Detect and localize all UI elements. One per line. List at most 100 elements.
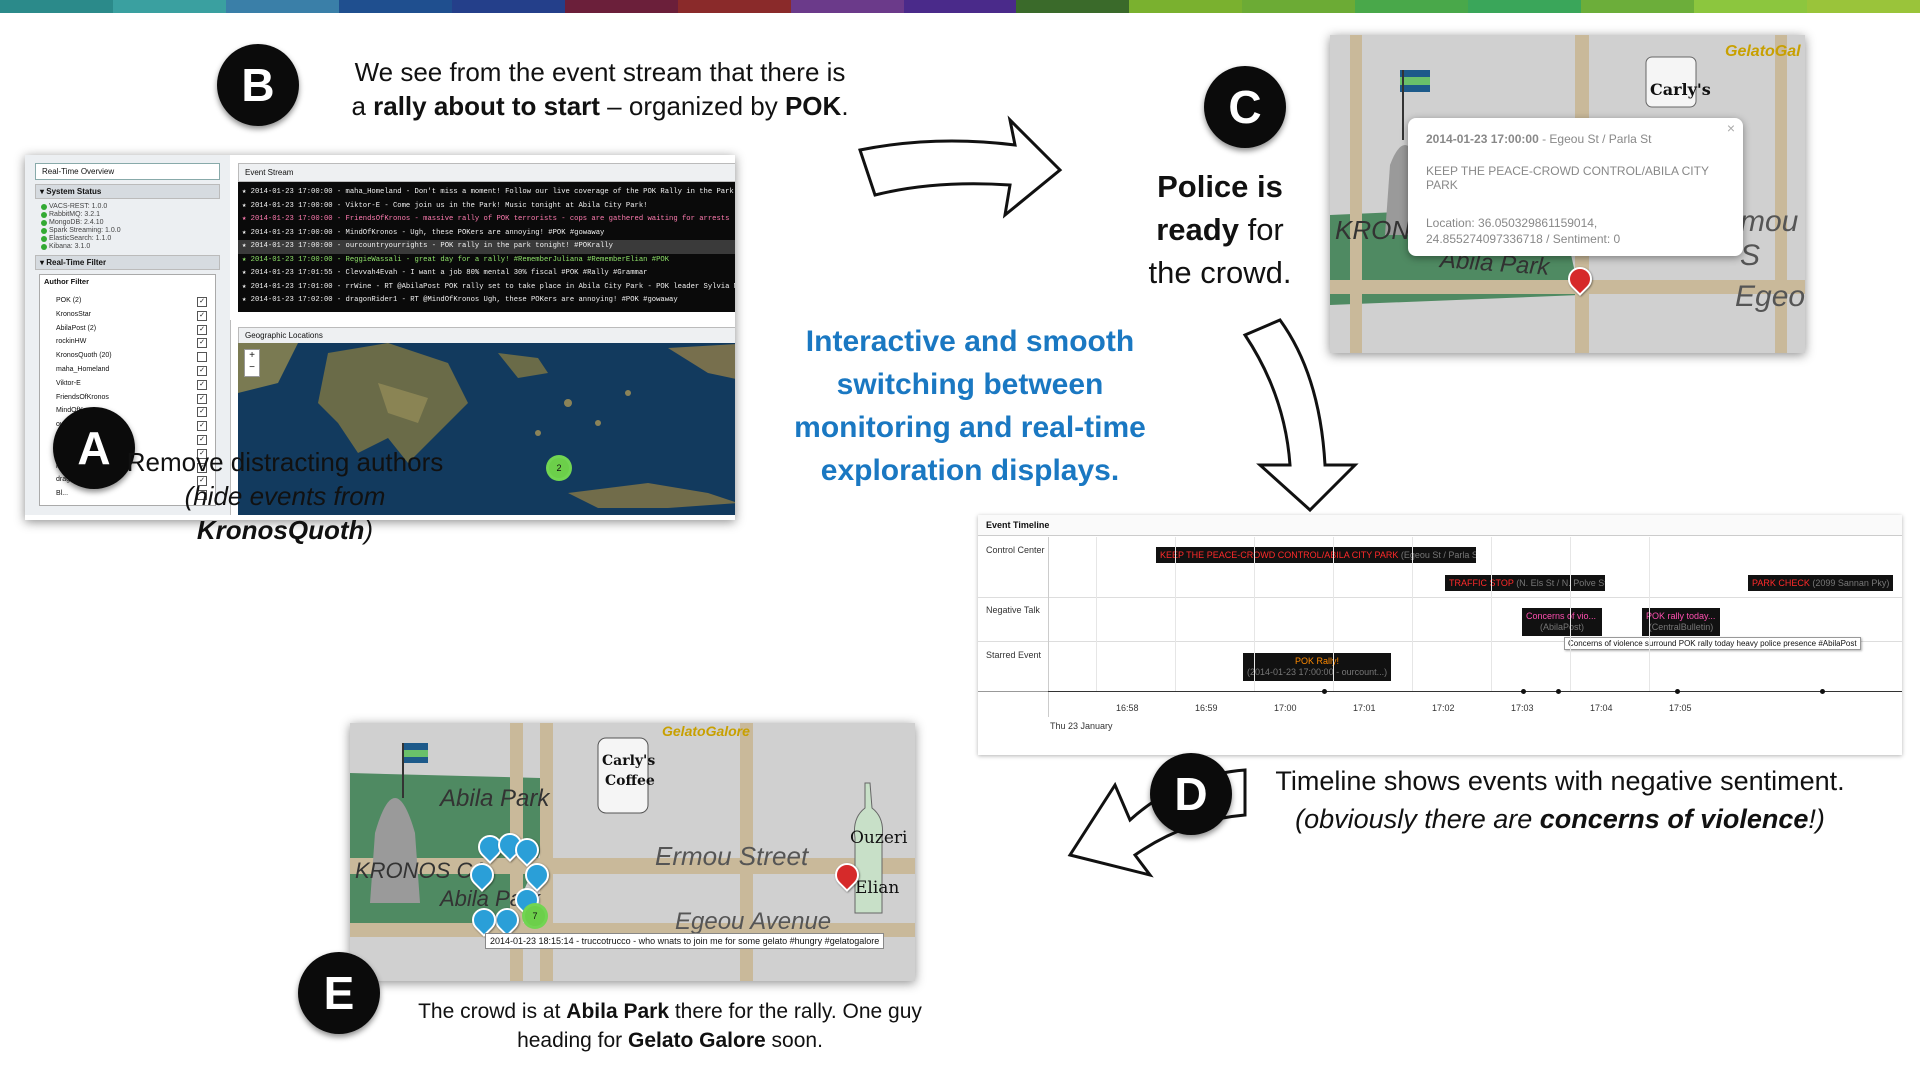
map-tooltip: 2014-01-23 18:15:14 - truccotrucco - who… — [485, 933, 885, 949]
time-axis — [1048, 691, 1902, 692]
timeline-event[interactable]: KEEP THE PEACE-CROWD CONTROL/ABILA CITY … — [1156, 547, 1476, 563]
event-stream-row[interactable]: ★ 2014-01-23 17:00:00 - ourcountryourrig… — [238, 240, 735, 254]
system-status-item: ElasticSearch: 1.1.0 — [35, 235, 220, 243]
author-checkbox[interactable]: ✓ — [197, 393, 207, 404]
event-title: POK Rally! — [1294, 656, 1339, 666]
real-time-filter-title: Real-Time Filter — [46, 258, 107, 267]
time-axis-tick: 16:59 — [1195, 703, 1218, 713]
timeline-event-starred[interactable]: POK Rally!(2014-01-23 17:00:00 - ourcoun… — [1243, 653, 1391, 681]
author-checkbox[interactable]: ✓ — [197, 324, 207, 335]
popup-location-1: Location: 36.050329861159014, — [1426, 216, 1598, 230]
lane-label: Negative Talk — [986, 605, 1040, 615]
satellite-map-image — [238, 343, 735, 515]
author-checkbox[interactable]: ✓ — [197, 338, 207, 349]
time-grid-line — [1254, 537, 1255, 691]
system-status-title: System Status — [46, 187, 102, 196]
panel-c-map[interactable]: Carly's GelatoGal KRONO Abila Park Egeou… — [1330, 35, 1805, 353]
author-filter-item[interactable]: KronosQuoth (20) — [40, 349, 215, 363]
zoom-out-button[interactable]: − — [249, 362, 255, 373]
author-checkbox[interactable]: ✓ — [197, 434, 207, 445]
popup-close-button[interactable]: × — [1726, 120, 1735, 136]
map-cluster-marker[interactable]: 2 — [546, 455, 572, 481]
author-filter-item[interactable]: AbilaPost (2)✓ — [40, 322, 215, 336]
timeline-event[interactable]: POK rally today...(CentralBulletin) — [1642, 608, 1720, 636]
event-marker-dot[interactable] — [1322, 689, 1327, 694]
author-checkbox[interactable]: ✓ — [197, 365, 207, 376]
real-time-filter-header[interactable]: ▾ Real-Time Filter — [35, 255, 220, 270]
timeline-event[interactable]: PARK CHECK (2099 Sannan Pky) — [1748, 575, 1893, 591]
author-filter-item[interactable]: rockinHW✓ — [40, 335, 215, 349]
caption-c: Police is ready for the crowd. — [1130, 165, 1310, 294]
caption-e-bold2: Gelato Galore — [627, 1029, 766, 1052]
caption-a: Remove distracting authors (hide events … — [120, 445, 450, 547]
event-marker-dot[interactable] — [1556, 689, 1561, 694]
caption-e-text2: there for the rally. One guy — [669, 1000, 922, 1023]
author-checkbox[interactable]: ✓ — [197, 421, 207, 432]
time-axis-tick: 17:01 — [1353, 703, 1376, 713]
author-filter-item[interactable]: Viktor-E ✓ — [40, 377, 215, 391]
event-title: PARK CHECK — [1752, 578, 1810, 588]
author-checkbox[interactable]: ✓ — [197, 310, 207, 321]
event-marker-dot[interactable] — [1521, 689, 1526, 694]
timeline-event[interactable]: TRAFFIC STOP (N. Els St / N. Polve St) — [1445, 575, 1605, 591]
event-stream-row[interactable]: ★ 2014-01-23 17:00:00 - Viktor-E - Come … — [242, 201, 648, 210]
author-checkbox[interactable]: ✓ — [197, 407, 207, 418]
event-marker-dot[interactable] — [1820, 689, 1825, 694]
author-filter-item[interactable]: FriendsOfKronos✓ — [40, 391, 215, 405]
event-stream-row[interactable]: ★ 2014-01-23 17:02:00 - dragonRider1 - R… — [242, 296, 678, 304]
popup-message: KEEP THE PEACE-CROWD CONTROL/ABILA CITY … — [1426, 164, 1709, 192]
author-name: Viktor-E — [56, 379, 81, 387]
caption-c-line3: the crowd. — [1148, 255, 1292, 290]
event-stream-row[interactable]: ★ 2014-01-23 17:00:00 - maha_Homeland - … — [242, 188, 735, 196]
caption-d-text: (obviously there are — [1295, 804, 1540, 834]
map-popup: × 2014-01-23 17:00:00 - Egeou St / Parla… — [1408, 118, 1743, 256]
event-stream-row[interactable]: ★ 2014-01-23 17:01:55 - Clevvah4Evah - I… — [242, 269, 648, 277]
system-status-header[interactable]: ▾ System Status — [35, 184, 220, 199]
panel-a-tab-title[interactable]: Real-Time Overview — [35, 163, 220, 180]
panel-e-map[interactable]: Carly's Coffee GelatoGalore Abila Park A… — [350, 723, 915, 981]
author-filter-item[interactable]: drag...✓ — [40, 473, 215, 487]
top-bar-segment — [112, 0, 226, 13]
popup-title: 2014-01-23 17:00:00 - Egeou St / Parla S… — [1408, 118, 1743, 146]
author-checkbox[interactable]: ✓ — [197, 462, 207, 473]
author-filter-item[interactable]: POK (2)✓ — [40, 294, 215, 308]
map-kronos-label: KRONOS CA — [355, 858, 488, 883]
author-checkbox[interactable]: ✓ — [197, 476, 207, 487]
top-bar-segment — [1016, 0, 1130, 13]
time-axis-tick: 16:58 — [1116, 703, 1139, 713]
caption-e: The crowd is at Abila Park there for the… — [385, 997, 955, 1055]
center-message: Interactive and smooth switching between… — [770, 320, 1170, 492]
center-line-4: exploration displays. — [820, 454, 1120, 487]
author-checkbox[interactable]: ✓ — [197, 297, 207, 307]
map-cluster-marker[interactable]: 7 — [522, 903, 548, 929]
event-marker-dot[interactable] — [1675, 689, 1680, 694]
map-ouzeri-label: Ouzeri — [850, 828, 908, 848]
caption-b-line1: We see from the event stream that there … — [354, 57, 846, 87]
map-zoom-control: + − — [244, 349, 260, 377]
time-grid-line — [1412, 537, 1413, 691]
author-filter-item[interactable]: KronosStar✓ — [40, 308, 215, 322]
timeline-tooltip: Concerns of violence surround POK rally … — [1564, 637, 1861, 650]
zoom-in-button[interactable]: + — [249, 350, 255, 361]
author-checkbox[interactable] — [197, 352, 207, 363]
top-bar-segment — [903, 0, 1017, 13]
top-bar-segment — [451, 0, 565, 13]
author-checkbox[interactable]: ✓ — [197, 448, 207, 459]
event-stream-row[interactable]: ★ 2014-01-23 17:00:00 - MindOfKronos - U… — [242, 228, 605, 237]
geo-map[interactable]: + − 2 — [238, 343, 735, 515]
event-title: POK rally today... — [1646, 611, 1716, 621]
caption-d-line1: Timeline shows events with negative sent… — [1275, 766, 1845, 796]
author-checkbox[interactable] — [197, 490, 207, 501]
author-checkbox[interactable]: ✓ — [197, 379, 207, 390]
event-stream-row[interactable]: ★ 2014-01-23 17:00:00 - FriendsOfKronos … — [242, 215, 730, 223]
event-stream-row[interactable]: ★ 2014-01-23 17:01:00 - rrWine - RT @Abi… — [242, 282, 735, 291]
caption-e-text: The crowd is at — [418, 1000, 567, 1023]
timeline-event[interactable]: Concerns of vio...(AbilaPost) — [1522, 608, 1602, 636]
top-bar-segment — [564, 0, 678, 13]
author-filter-item[interactable]: Bl... — [40, 487, 215, 501]
author-filter-item[interactable]: maha_Homeland✓ — [40, 363, 215, 377]
event-subtitle: (CentralBulletin) — [1648, 622, 1714, 632]
caption-a-text2: ) — [364, 515, 374, 545]
event-stream-row[interactable]: ★ 2014-01-23 17:00:00 - ReggieWassali - … — [242, 255, 670, 264]
event-subtitle: (N. Els St / N. Polve St) — [1513, 578, 1605, 588]
